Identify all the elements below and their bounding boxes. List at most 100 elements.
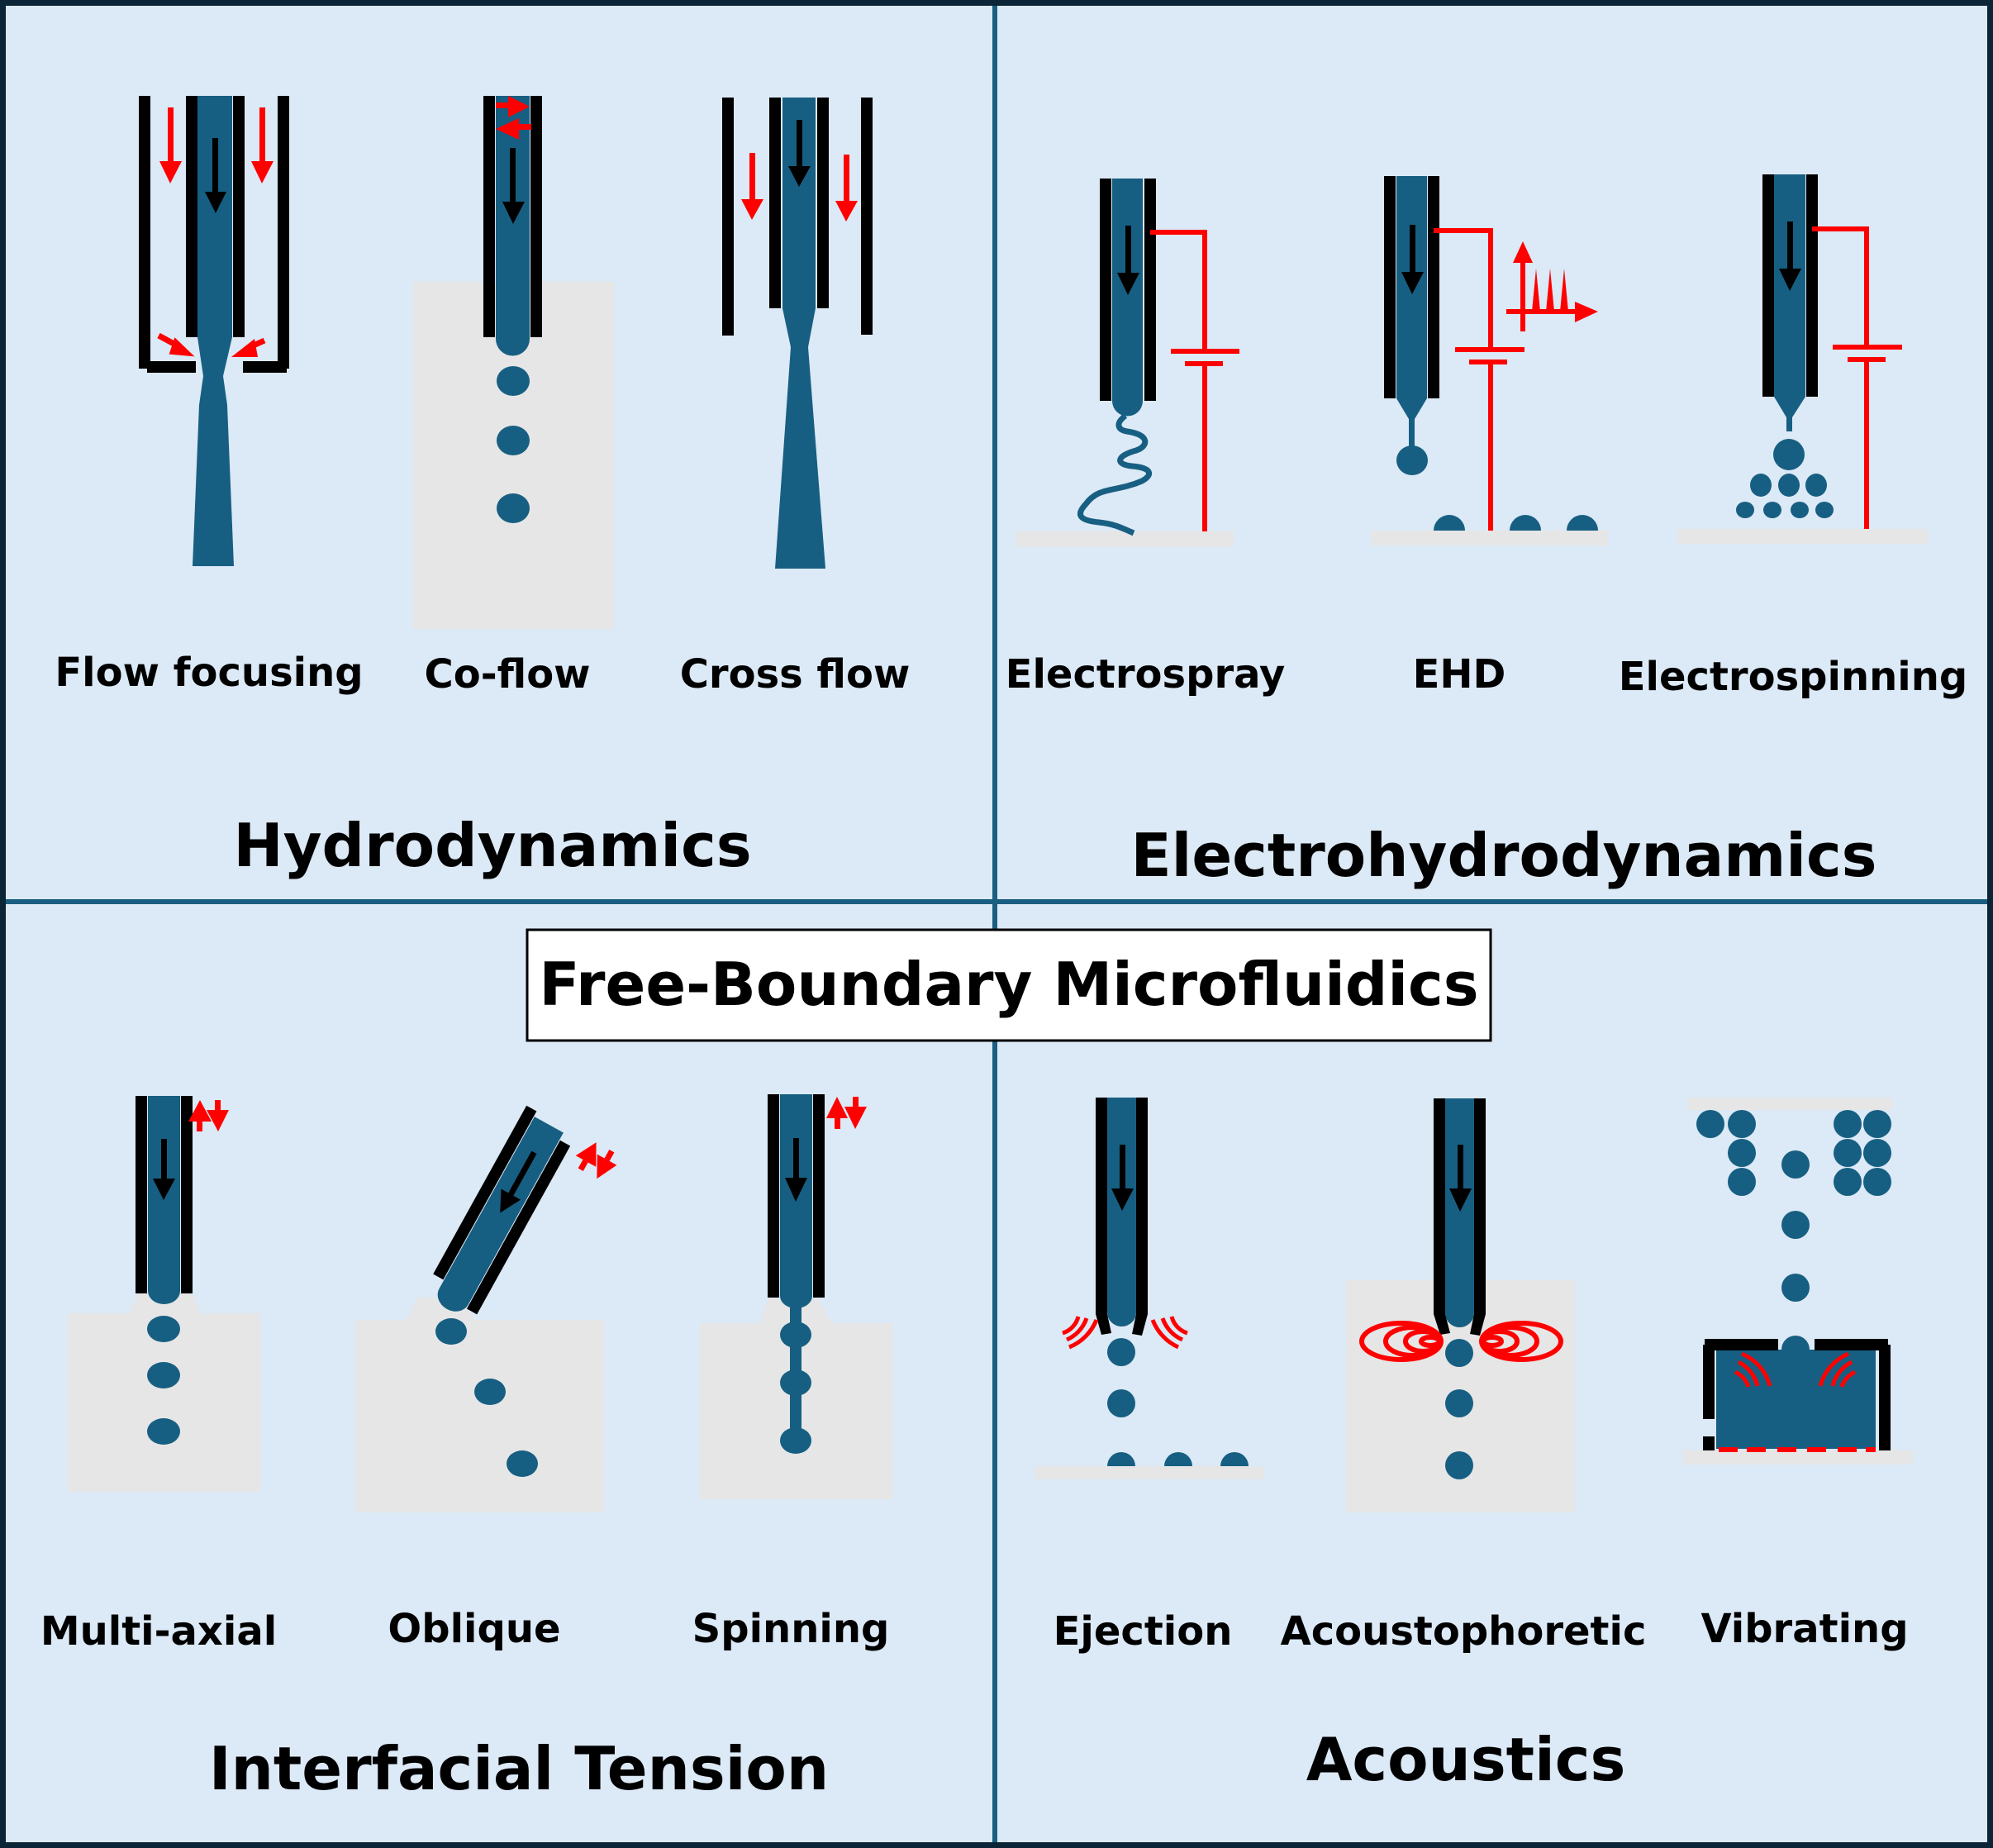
- nozzle-wall-left: [1434, 1098, 1450, 1335]
- droplet: [1834, 1168, 1862, 1196]
- section-title-acoustics: Acoustics: [1306, 1725, 1626, 1794]
- method-label-multi-axial: Multi-axial: [40, 1608, 277, 1655]
- droplet: [147, 1316, 180, 1342]
- fluid-column: [780, 1094, 812, 1309]
- method-label-cross-flow: Cross flow: [680, 651, 911, 698]
- bottom-plate: [1683, 1450, 1913, 1465]
- co-flow-diagram: [413, 96, 614, 629]
- section-title-hydrodynamics: Hydrodynamics: [233, 811, 751, 880]
- black-down-arrow-icon: [1111, 1145, 1134, 1211]
- inner-wall-right: [233, 96, 245, 337]
- continuous-phase-bath: [68, 1293, 260, 1492]
- droplet: [1781, 1274, 1810, 1302]
- droplet: [1791, 502, 1809, 518]
- jet-stem: [1786, 417, 1792, 431]
- outer-wall-right: [861, 98, 873, 335]
- quadrant-acoustics: Ejection Acoustophoretic Vibrating Acous…: [1035, 1098, 1913, 1794]
- droplet: [1396, 445, 1428, 475]
- vertical-divider: [992, 6, 997, 1842]
- inner-wall-left: [186, 96, 197, 337]
- red-down-arrow-icon: [835, 155, 858, 221]
- black-down-arrow-icon: [153, 1139, 175, 1200]
- method-label-electrospray: Electrospray: [1006, 651, 1286, 698]
- nozzle-wall-right: [1132, 1098, 1148, 1336]
- fluid-column: [1107, 1098, 1136, 1326]
- nozzle-wall-left: [768, 1094, 779, 1298]
- droplet: [1805, 474, 1827, 497]
- deposited-droplet: [1567, 515, 1598, 531]
- method-label-flow-focusing: Flow focusing: [55, 650, 363, 696]
- collector-plate: [1677, 529, 1928, 544]
- reservoir-wall-left: [1703, 1345, 1715, 1419]
- whipping-jet: [1077, 413, 1152, 536]
- method-label-ehd: EHD: [1413, 651, 1506, 698]
- voltage-circuit: [1434, 228, 1524, 531]
- nozzle-wall-right: [181, 1096, 193, 1293]
- collector-plate: [1372, 531, 1608, 545]
- nozzle-wall-left: [433, 1105, 537, 1280]
- droplet: [780, 1369, 811, 1396]
- orifice-lip-right: [243, 361, 287, 373]
- fluid-jet: [193, 96, 234, 566]
- droplet: [1834, 1139, 1862, 1167]
- acoustic-vortex-icon: [1359, 1321, 1444, 1362]
- fluid-jet: [775, 98, 825, 569]
- nozzle-wall-left: [1762, 174, 1774, 397]
- fluid-cone: [1774, 174, 1805, 417]
- acoustic-wave-icon: [1062, 1316, 1099, 1350]
- oblique-diagram: [355, 1105, 617, 1512]
- ehd-diagram: [1372, 176, 1608, 545]
- method-label-ejection: Ejection: [1054, 1608, 1233, 1655]
- oscillation-arrows-icon: [188, 1100, 229, 1131]
- flow-focusing-diagram: [139, 96, 289, 566]
- electrospinning-diagram: [1677, 174, 1928, 544]
- red-diagonal-arrow-icon: [231, 337, 266, 357]
- reservoir-lid-left: [1705, 1339, 1778, 1350]
- section-title-electrohydrodynamics: Electrohydrodynamics: [1130, 821, 1876, 890]
- method-label-vibrating: Vibrating: [1700, 1606, 1908, 1652]
- nozzle-wall-right: [1144, 179, 1156, 401]
- orifice-lip-left: [147, 361, 196, 373]
- quadrant-interfacial-tension: Multi-axial Oblique Spinning Interfacial…: [40, 1094, 892, 1803]
- droplet: [1781, 1150, 1810, 1179]
- droplet: [1445, 1339, 1473, 1367]
- droplet: [1728, 1168, 1756, 1196]
- piezo-transducer: [1719, 1447, 1876, 1452]
- deposited-droplet: [1107, 1452, 1135, 1466]
- droplet: [1863, 1168, 1891, 1196]
- black-down-arrow-icon: [502, 148, 525, 224]
- droplet: [497, 426, 530, 455]
- inner-wall-left: [769, 98, 781, 308]
- wall-right: [530, 96, 542, 337]
- droplet: [1773, 439, 1805, 470]
- fluid-column: [437, 1117, 564, 1312]
- nozzle-wall-left: [1096, 1098, 1111, 1335]
- acoustophoretic-diagram: [1346, 1098, 1575, 1512]
- wall-left: [483, 96, 495, 337]
- fluid-column: [1445, 1098, 1474, 1327]
- nozzle-wall-right: [466, 1140, 571, 1315]
- black-down-arrow-icon: [1117, 226, 1139, 295]
- droplet: [497, 493, 530, 523]
- deposited-droplet: [1220, 1452, 1249, 1466]
- inner-wall-right: [817, 98, 829, 308]
- nozzle-wall-right: [1470, 1098, 1486, 1336]
- outer-wall-left: [139, 96, 150, 369]
- droplet: [1445, 1389, 1473, 1417]
- method-label-acoustophoretic: Acoustophoretic: [1281, 1608, 1647, 1655]
- droplet: [1107, 1389, 1135, 1417]
- nozzle-wall-left: [1100, 179, 1111, 401]
- black-down-arrow-icon: [1449, 1145, 1472, 1212]
- droplet: [1863, 1139, 1891, 1167]
- method-label-electrospinning: Electrospinning: [1619, 654, 1968, 700]
- oscillation-arrows-icon: [826, 1097, 867, 1129]
- outer-wall-left: [722, 98, 734, 336]
- quadrant-hydrodynamics: Flow focusing Co-flow Cross flow Hydrody…: [55, 96, 910, 880]
- droplet: [435, 1318, 467, 1345]
- deposited-droplet: [1510, 515, 1541, 531]
- outer-wall-right: [278, 96, 289, 369]
- acoustic-wave-icon: [1818, 1351, 1857, 1388]
- fluid-cone: [1396, 176, 1427, 419]
- black-down-arrow-icon: [1779, 221, 1801, 291]
- collector-plate: [1016, 531, 1234, 547]
